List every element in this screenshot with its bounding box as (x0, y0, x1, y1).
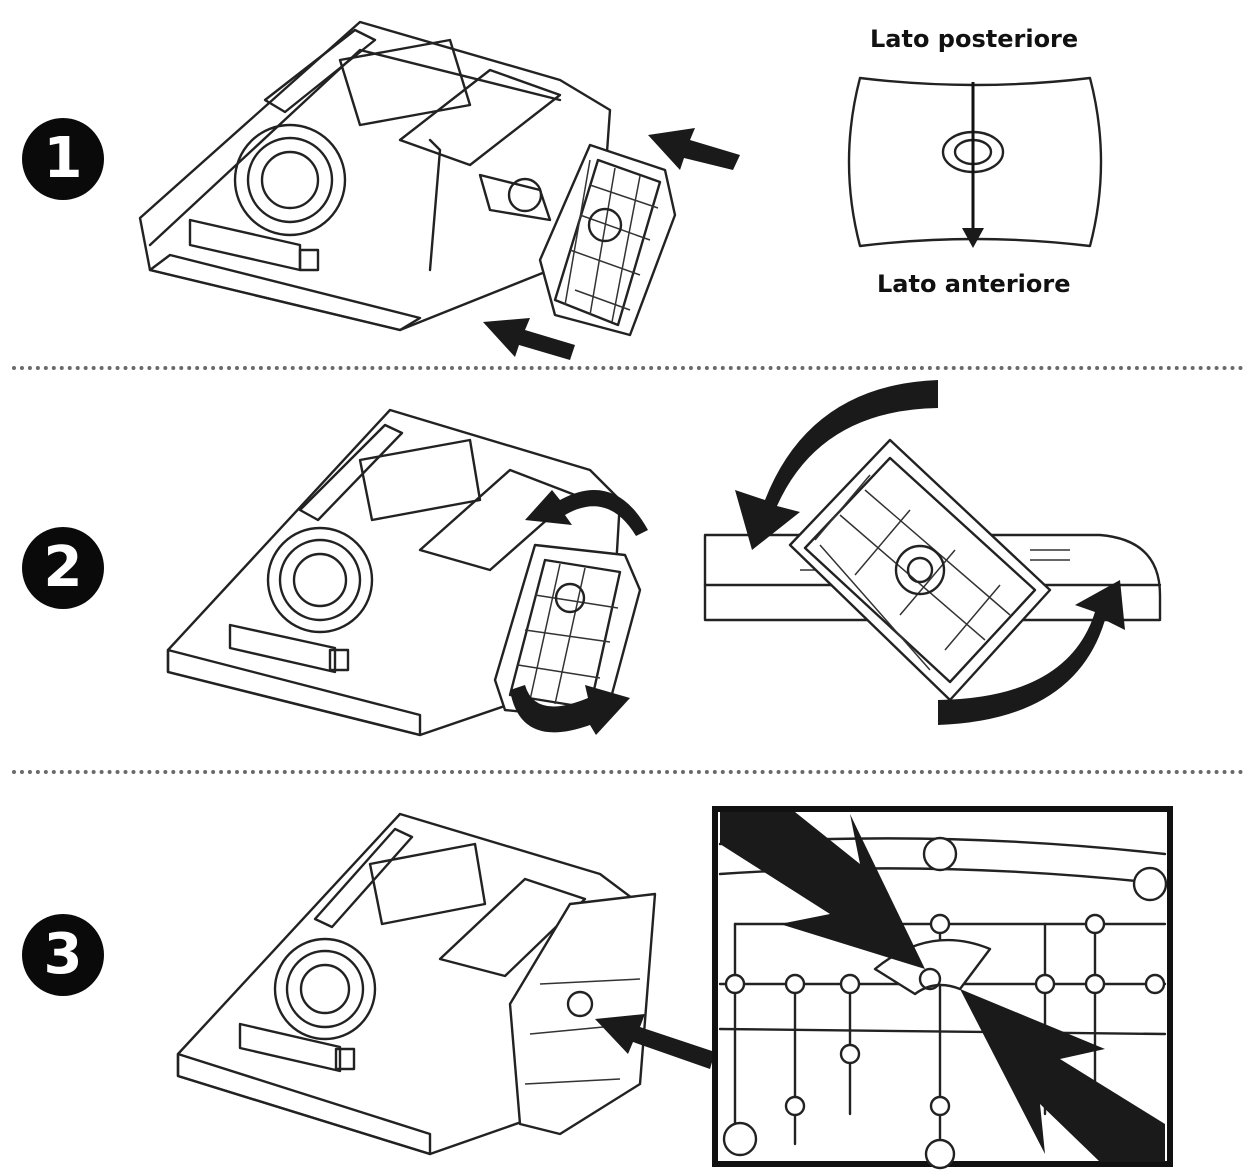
monitor-back-illustration-3 (176, 812, 657, 1156)
step-3-badge: 3 (22, 914, 104, 996)
direction-arrow (483, 128, 740, 360)
orientation-diagram (847, 76, 1103, 248)
step-1-badge: 1 (22, 118, 104, 200)
orientation-bottom-label: Lato anteriore (877, 270, 1071, 298)
divider-2 (12, 770, 1244, 774)
rotate-arrow (510, 490, 648, 735)
step-3-panel: 3 (0, 784, 1248, 1173)
direction-arrow-3 (595, 1014, 715, 1069)
step-1-panel: 1 Lato posteriore Lato (0, 0, 1248, 360)
orientation-top-label: Lato posteriore (870, 25, 1079, 53)
step-2-panel: 2 (0, 380, 1248, 770)
side-view-illustration (703, 438, 1162, 702)
monitor-back-illustration (138, 20, 612, 332)
step-1-number: 1 (43, 126, 83, 191)
step-3-number: 3 (43, 922, 83, 987)
zoom-inset-illustration (712, 806, 1173, 1170)
step-2-number: 2 (43, 535, 83, 600)
divider-1 (12, 366, 1244, 370)
stand-base-illustration-2 (493, 543, 642, 722)
stand-base-illustration (538, 143, 677, 337)
step-2-badge: 2 (22, 527, 104, 609)
rotate-arrow-large (735, 380, 1125, 725)
